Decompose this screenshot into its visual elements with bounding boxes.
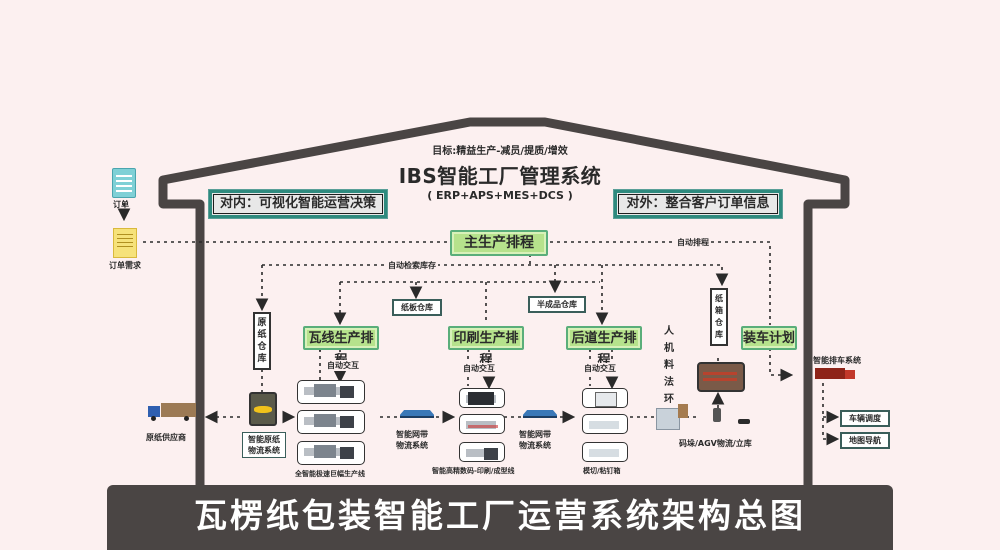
raw-paper-logistics-box: 智能原纸 物流系统: [242, 432, 286, 458]
raw-paper-logistics-line2: 物流系统: [248, 446, 280, 455]
corrugate-machine-1: [297, 380, 365, 404]
connector-dispatch-tree: [822, 383, 840, 446]
semi-finished-warehouse: 半成品仓库: [528, 296, 586, 313]
mesh-belt-2-line2: 物流系统: [519, 441, 551, 450]
palletizing-label: 码垛/AGV物流/立库: [679, 439, 752, 448]
mesh-belt-label-2: 智能网带 物流系统: [519, 429, 551, 451]
corrugate-schedule-box: 瓦线生产排程: [303, 326, 379, 368]
printing-auto-interact: 自动交互: [463, 363, 495, 374]
palletizer-image: [654, 402, 690, 430]
printing-schedule-box: 印刷生产排程: [448, 326, 524, 368]
printing-machine-3: [459, 442, 505, 462]
raw-paper-warehouse: 原纸仓库: [253, 312, 271, 370]
printing-line-label: 智能高精数码-印刷/成型线: [432, 467, 515, 475]
printing-machine-2: [459, 414, 505, 434]
corrugate-machine-3: [297, 441, 365, 465]
mesh-belt-icon-2: [523, 410, 557, 418]
main-schedule-box: 主生产排程: [450, 230, 548, 256]
paper-supplier-label: 原纸供应商: [146, 433, 186, 442]
warehouse-photo: [697, 362, 745, 392]
external-order-box: 对外：整合客户订单信息: [614, 190, 782, 218]
factor-people: 人: [664, 326, 674, 337]
connector-main-right: [550, 241, 771, 325]
connector-printing-interact: [468, 349, 489, 386]
raw-paper-warehouse-label: 原纸仓库: [257, 318, 267, 364]
supplier-truck-icon: [148, 403, 196, 421]
mesh-belt-icon-1: [400, 410, 434, 418]
connector-auto-inventory: [262, 264, 729, 287]
order-label: 订单: [113, 200, 129, 209]
factor-method: 法: [664, 377, 674, 388]
system-title: IBS智能工厂管理系统: [398, 164, 602, 188]
finishing-machine-1: [582, 388, 628, 408]
carton-warehouse-label: 纸箱仓库: [715, 294, 723, 339]
agv-icon: [713, 408, 721, 422]
finishing-machine-2: [582, 414, 628, 434]
order-demand-label: 订单需求: [109, 261, 141, 270]
corrugate-auto-interact: 自动交互: [327, 360, 359, 371]
mesh-belt-1-line2: 物流系统: [396, 441, 428, 450]
raw-paper-logistics-line1: 智能原纸: [248, 435, 280, 444]
connector-loading-dispatch: [769, 348, 794, 382]
house-outline: [158, 117, 850, 490]
corrugate-machine-2: [297, 410, 365, 434]
factor-machine: 机: [664, 343, 674, 354]
order-document-icon: [112, 168, 136, 198]
finishing-line-label: 模切/粘钉箱: [583, 467, 621, 475]
vehicle-dispatch-box: 车辆调度: [840, 410, 890, 427]
internal-decision-box: 对内：可视化智能运营决策: [209, 190, 387, 218]
carton-warehouse: 纸箱仓库: [710, 288, 728, 346]
finishing-auto-interact: 自动交互: [584, 363, 616, 374]
map-navigation-box: 地图导航: [840, 432, 890, 449]
factor-material: 料: [664, 360, 674, 371]
corrugate-line-label: 全智能极速巨幅生产线: [295, 470, 365, 478]
finishing-machine-3: [582, 442, 628, 462]
auto-schedule-label: 自动排程: [675, 237, 711, 248]
auto-inventory-label: 自动检索库存: [386, 260, 438, 271]
board-warehouse: 纸板仓库: [392, 299, 442, 316]
printing-machine-1: [459, 388, 505, 408]
mesh-belt-2-line1: 智能网带: [519, 430, 551, 439]
five-factors-text: 人 机 料 法 环: [663, 323, 675, 408]
order-demand-icon: [113, 228, 137, 258]
loading-plan-box: 装车计划: [741, 326, 797, 350]
connector-finishing-interact: [590, 349, 612, 386]
goal-text: 目标:精益生产-减员/提质/增效: [432, 146, 568, 157]
diagram-footer-title: 瓦楞纸包装智能工厂运营系统架构总图: [107, 485, 893, 550]
raw-paper-logistics-image: [249, 392, 277, 426]
dispatch-truck-icon: [815, 368, 855, 380]
dispatch-system-label: 智能排车系统: [813, 356, 861, 365]
mesh-belt-1-line1: 智能网带: [396, 430, 428, 439]
agv-cart-icon: [738, 419, 750, 424]
finishing-schedule-box: 后道生产排程: [566, 326, 642, 368]
system-subtitle: ( ERP+APS+MES+DCS ): [427, 189, 573, 202]
mesh-belt-label-1: 智能网带 物流系统: [396, 429, 428, 451]
factor-environment: 环: [664, 394, 674, 405]
